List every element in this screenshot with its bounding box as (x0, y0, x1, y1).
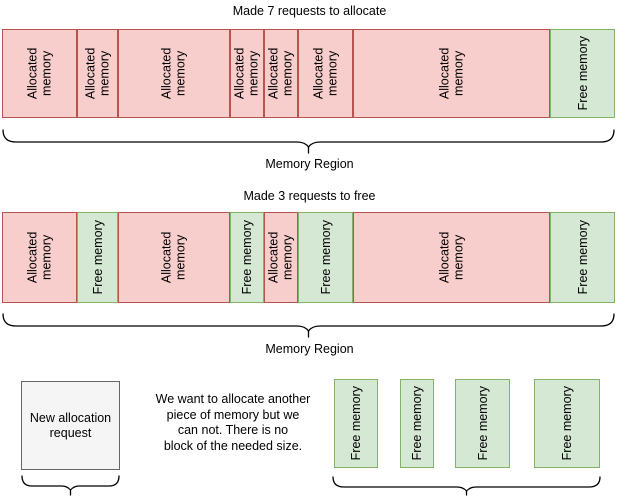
memory-bar-free-phase: Allocated memory Free memory Allocated m… (2, 212, 615, 303)
note-line: We want to allocate another (155, 392, 311, 406)
memory-region-brace (2, 313, 615, 338)
memory-segment-allocated: Allocated memory (353, 29, 550, 118)
free-memory-block: Free memory (334, 379, 378, 468)
new-allocation-request-box: New allocation request (21, 381, 120, 470)
memory-segment-allocated: Allocated memory (2, 212, 77, 303)
memory-segment-allocated: Allocated memory (118, 212, 230, 303)
segment-label: Free memory (575, 220, 590, 295)
allocate-phase-title: Made 7 requests to allocate (232, 4, 387, 18)
memory-segment-free: Free memory (298, 212, 353, 303)
segment-label: Allocated memory (159, 47, 188, 100)
segment-label: Allocated memory (159, 231, 188, 284)
memory-segment-free: Free memory (550, 212, 615, 303)
memory-segment-allocated: Allocated memory (353, 212, 550, 303)
free-block-label: Free memory (559, 386, 574, 461)
note-line: block of the needed size. (163, 438, 303, 453)
note-line: can not. There is no (177, 423, 289, 437)
request-box-label: New allocation request (29, 410, 112, 440)
memory-segment-free: Free memory (550, 29, 615, 118)
segment-label: Allocated memory (311, 47, 340, 100)
segment-label: Allocated memory (437, 47, 466, 100)
segment-label: Allocated memory (437, 231, 466, 284)
segment-label: Allocated memory (83, 47, 112, 100)
segment-label: Allocated memory (266, 231, 295, 284)
segment-label: Free memory (90, 220, 105, 295)
memory-segment-allocated: Allocated memory (230, 29, 264, 118)
memory-segment-free: Free memory (230, 212, 264, 303)
segment-label: Allocated memory (25, 47, 54, 100)
memory-bar-allocate-phase: Allocated memory Allocated memory Alloca… (2, 29, 615, 118)
memory-region-label: Memory Region (265, 342, 354, 356)
memory-segment-allocated: Allocated memory (264, 212, 298, 303)
free-blocks-brace (332, 476, 601, 496)
segment-label: Allocated memory (25, 231, 54, 284)
memory-segment-free: Free memory (77, 212, 118, 303)
segment-label: Allocated memory (232, 47, 261, 100)
memory-region-brace (2, 129, 615, 154)
memory-segment-allocated: Allocated memory (264, 29, 298, 118)
free-block-label: Free memory (475, 386, 490, 461)
memory-segment-allocated: Allocated memory (77, 29, 118, 118)
segment-label: Free memory (318, 220, 333, 295)
segment-label: Allocated memory (266, 47, 295, 100)
note-text: We want to allocate another piece of mem… (122, 392, 344, 454)
memory-segment-allocated: Allocated memory (118, 29, 230, 118)
memory-segment-allocated: Allocated memory (2, 29, 77, 118)
note-line: piece of memory but we (166, 407, 300, 422)
free-phase-title: Made 3 requests to free (243, 189, 376, 203)
free-memory-block: Free memory (534, 379, 600, 468)
free-block-label: Free memory (409, 386, 424, 461)
free-block-label: Free memory (348, 386, 363, 461)
memory-segment-allocated: Allocated memory (298, 29, 353, 118)
request-box-brace (21, 475, 120, 496)
segment-label: Free memory (575, 36, 590, 111)
memory-region-label: Memory Region (265, 157, 354, 171)
free-memory-block: Free memory (400, 379, 434, 468)
segment-label: Free memory (239, 220, 254, 295)
free-memory-block: Free memory (455, 379, 510, 468)
